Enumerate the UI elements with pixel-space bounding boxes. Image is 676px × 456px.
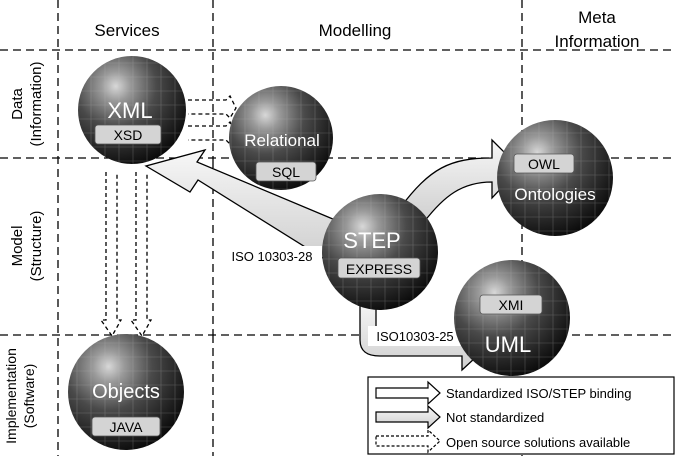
- row-header-data-line2: (Information): [28, 61, 45, 146]
- legend-not-standardized-label: Not standardized: [446, 410, 544, 425]
- row-header-impl-line2: (Software): [21, 364, 37, 429]
- node-uml-tag: XMI: [499, 297, 524, 313]
- node-ontologies-tag: OWL: [528, 156, 560, 172]
- node-objects-title: Objects: [92, 381, 160, 403]
- node-step-tag-box: [337, 257, 421, 279]
- row-header-model-line2: (Structure): [28, 211, 45, 282]
- row-header-model-line1: Model: [9, 226, 26, 267]
- node-uml-tag-box: [479, 294, 543, 315]
- binding-label-iso28-bg: [222, 246, 322, 266]
- node-ontologies: OWL Ontologies: [497, 120, 613, 236]
- binding-label-iso25: ISO10303-25: [376, 329, 453, 344]
- node-relational-title: Relational: [244, 131, 320, 150]
- node-relational-tag: SQL: [272, 164, 300, 180]
- sphere-uml-mesh: [454, 260, 570, 376]
- open-source-link-xml-objects: [99, 172, 153, 338]
- legend: Standardized ISO/STEP binding Not standa…: [367, 376, 675, 455]
- node-objects-tag-box: [91, 416, 161, 437]
- node-ontologies-tag-box: [513, 153, 575, 174]
- node-uml-title: UML: [485, 332, 531, 357]
- node-step: STEP EXPRESS: [322, 194, 438, 310]
- node-xml-title: XML: [107, 98, 152, 123]
- row-header-impl-line1: Implementation: [3, 348, 19, 444]
- row-header-implementation: Implementation (Software): [3, 348, 37, 444]
- node-xml-tag-box: [94, 124, 162, 145]
- sphere-ontologies-mesh: [497, 120, 613, 236]
- open-source-link-xml-relational: [188, 94, 237, 146]
- node-xml: XML XSD: [78, 56, 186, 164]
- column-header-services: Services: [94, 21, 159, 40]
- legend-standardized-label: Standardized ISO/STEP binding: [446, 386, 632, 401]
- column-header-modelling: Modelling: [319, 21, 392, 40]
- row-header-model: Model (Structure): [9, 211, 45, 282]
- legend-open-source-arrow: [375, 428, 441, 454]
- node-uml: XMI UML: [454, 260, 570, 376]
- sphere-step-mesh: [322, 194, 438, 310]
- node-relational-tag-box: [255, 161, 317, 182]
- legend-standardized-arrow: [375, 380, 441, 406]
- node-step-tag: EXPRESS: [346, 261, 412, 277]
- binding-label-iso28: ISO 10303-28: [232, 249, 313, 264]
- column-header-meta-line2: Information: [554, 32, 639, 51]
- node-relational: Relational SQL: [229, 86, 333, 190]
- legend-not-standardized-arrow: [375, 404, 441, 430]
- node-objects: Objects JAVA: [68, 334, 184, 450]
- column-header-meta-line1: Meta: [578, 8, 616, 27]
- node-step-title: STEP: [343, 228, 400, 253]
- node-objects-tag: JAVA: [110, 419, 144, 435]
- binding-label-iso25-bg: [368, 326, 462, 346]
- node-xml-tag: XSD: [114, 127, 143, 143]
- legend-open-source-label: Open source solutions available: [446, 435, 630, 450]
- row-header-data: Data (Information): [9, 61, 45, 146]
- row-header-data-line1: Data: [9, 88, 26, 120]
- node-ontologies-title: Ontologies: [514, 185, 595, 204]
